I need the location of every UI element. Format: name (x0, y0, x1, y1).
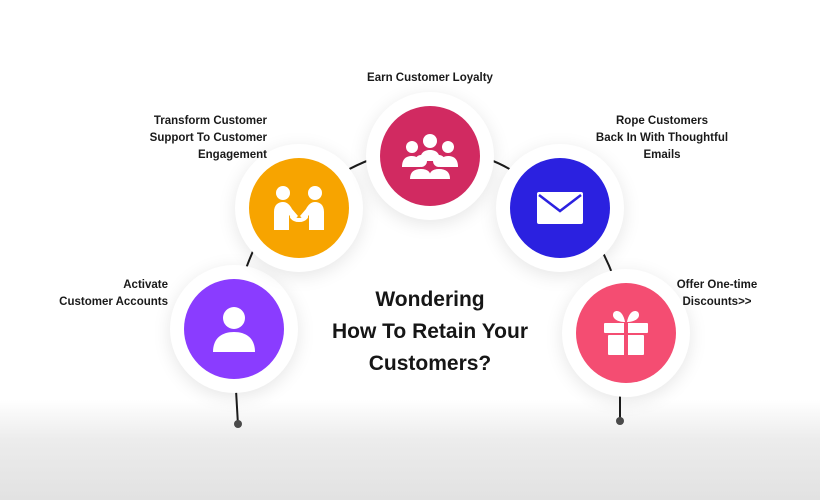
handshake-icon (274, 186, 324, 230)
center-title-line: Wondering (375, 288, 485, 311)
step-label-activate: Activate Customer Accounts (59, 279, 168, 308)
group-icon (402, 134, 458, 179)
gift-icon (604, 311, 648, 355)
step-disc-discounts (576, 283, 676, 383)
center-title-line: How To Retain Your (331, 320, 528, 343)
step-label-discounts: Offer One-time Discounts>> (676, 279, 758, 308)
step-node-transform (235, 144, 363, 272)
step-node-activate (170, 265, 298, 393)
step-label-loyalty: Earn Customer Loyalty (367, 72, 493, 84)
center-title: Wondering How To Retain Your Customers? (290, 284, 570, 380)
step-disc-activate (184, 279, 284, 379)
connector-end-dot (616, 417, 624, 425)
step-disc-transform (249, 158, 349, 258)
connector-end-dot (234, 420, 242, 428)
user-icon (213, 307, 255, 352)
connector-line (235, 389, 239, 426)
step-node-emails (496, 144, 624, 272)
step-disc-emails (510, 158, 610, 258)
step-disc-loyalty (380, 106, 480, 206)
step-node-loyalty (366, 92, 494, 220)
step-label-transform: Transform Customer Support To Customer E… (149, 115, 267, 161)
center-title-line: Customers? (368, 352, 492, 375)
envelope-icon (537, 192, 583, 224)
step-node-discounts (562, 269, 690, 397)
step-label-emails: Rope Customers Back In With Thoughtful E… (595, 115, 729, 161)
